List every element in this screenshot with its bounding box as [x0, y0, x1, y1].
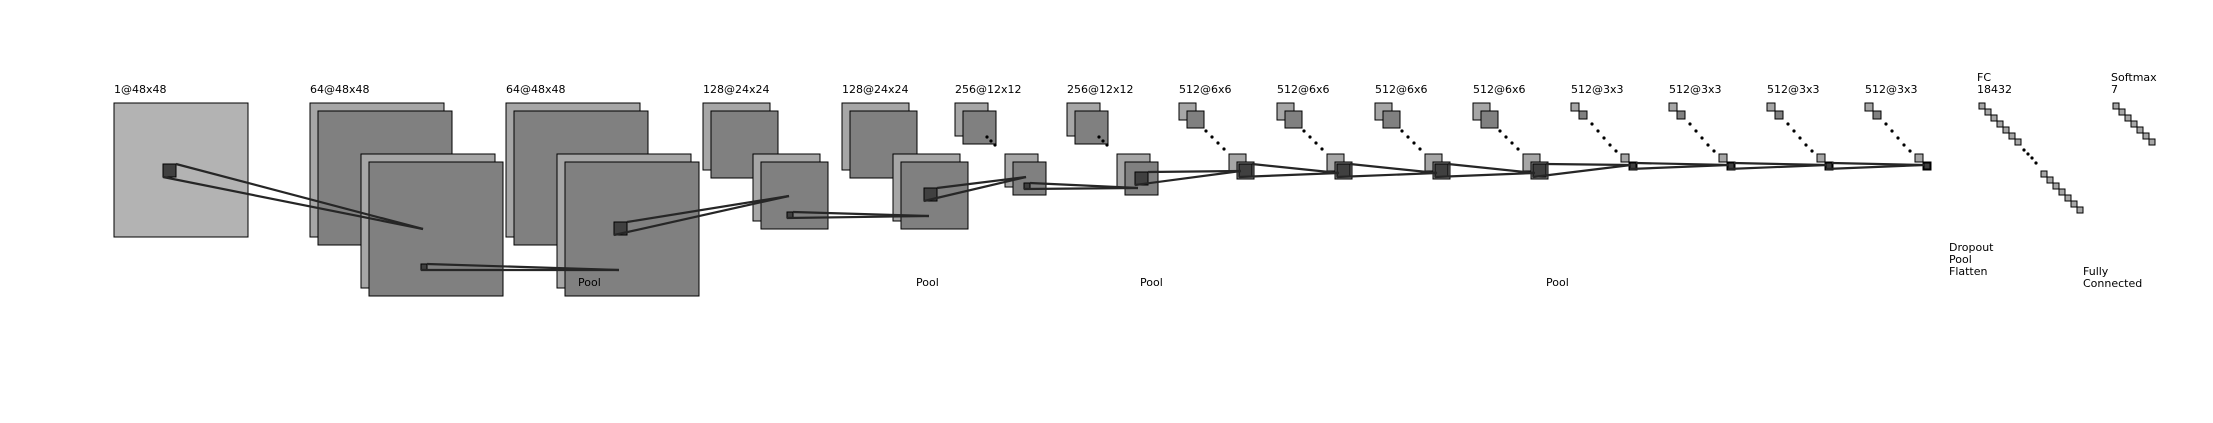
layer-label-5: 128@24x24	[842, 83, 909, 96]
dropout-label-line3: Flatten	[1949, 265, 1988, 278]
pool-label-1: Pool	[578, 276, 601, 289]
feature-map-10-b	[1382, 110, 1401, 129]
feature-map-9-b	[1284, 110, 1303, 129]
feature-map-13-c	[1718, 153, 1728, 163]
layer-label-11: 512@6x6	[1473, 83, 1526, 96]
feature-map-11-b	[1480, 110, 1499, 129]
feature-map-12-a	[1570, 102, 1580, 112]
layer-label-14: 512@3x3	[1767, 83, 1820, 96]
layer-label-9: 512@6x6	[1277, 83, 1330, 96]
connection-lines	[162, 161, 1926, 272]
feature-map-12-c	[1620, 153, 1630, 163]
kernel-1	[162, 163, 177, 178]
fully-connected-label-line1: Fully	[2083, 265, 2109, 278]
layer-label-7: 256@12x12	[1067, 83, 1134, 96]
feature-map-7-b	[1074, 110, 1109, 145]
pool-label-2: Pool	[916, 276, 939, 289]
dropout-label-line2: Pool	[1949, 253, 1972, 266]
feature-map-14-a	[1766, 102, 1776, 112]
conv-kernels	[162, 162, 1931, 271]
layer-label-3: 64@48x48	[506, 83, 566, 96]
fc-neurons	[1978, 102, 2084, 214]
feature-map-14-c	[1816, 153, 1826, 163]
layer-label-12: 512@3x3	[1571, 83, 1624, 96]
layer-label-6: 256@12x12	[955, 83, 1022, 96]
softmax-neurons	[2112, 102, 2156, 146]
fully-connected-label-line2: Connected	[2083, 277, 2142, 290]
feature-map-3-d	[564, 161, 700, 297]
fc-ellipsis-dots	[2022, 148, 2038, 165]
kernel-10	[1434, 163, 1449, 178]
feature-map-8-b	[1186, 110, 1205, 129]
kernel-9	[1336, 163, 1351, 178]
layer-label-2: 64@48x48	[310, 83, 370, 96]
feature-map-12-b	[1578, 110, 1588, 120]
softmax-label-size: 7	[2111, 83, 2118, 96]
feature-map-15-a	[1864, 102, 1874, 112]
feature-maps	[113, 102, 1932, 297]
feature-map-6-b	[962, 110, 997, 145]
layer-label-15: 512@3x3	[1865, 83, 1918, 96]
layer-label-10: 512@6x6	[1375, 83, 1428, 96]
feature-map-2-d	[368, 161, 504, 297]
fc-label-size: 18432	[1977, 83, 2012, 96]
feature-map-15-c	[1914, 153, 1924, 163]
pool-label-4: Pool	[1546, 276, 1569, 289]
layer-label-13: 512@3x3	[1669, 83, 1722, 96]
layer-label-1: 1@48x48	[114, 83, 167, 96]
layer-label-4: 128@24x24	[703, 83, 770, 96]
operation-labels: Pool Pool Pool Pool Dropout Pool Flatten…	[578, 241, 2142, 290]
layer-labels: 1@48x48 64@48x48 64@48x48 128@24x24 128@…	[114, 71, 2157, 96]
fc-label-title: FC	[1977, 71, 1991, 84]
dropout-label-line1: Dropout	[1949, 241, 1994, 254]
feature-map-15-b	[1872, 110, 1882, 120]
feature-map-14-b	[1774, 110, 1784, 120]
feature-map-13-a	[1668, 102, 1678, 112]
layer-label-8: 512@6x6	[1179, 83, 1232, 96]
pool-label-3: Pool	[1140, 276, 1163, 289]
stack-ellipsis-dots	[985, 122, 1912, 153]
feature-map-1	[113, 102, 249, 238]
feature-map-13-b	[1676, 110, 1686, 120]
softmax-label-title: Softmax	[2111, 71, 2157, 84]
